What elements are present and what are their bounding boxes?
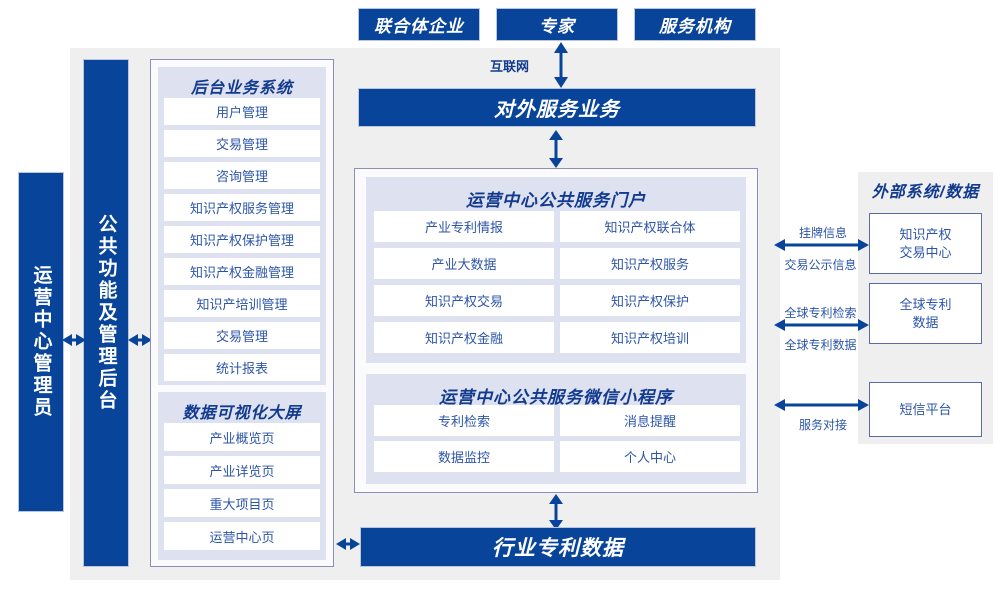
visualization-item-label: 重大项目页 — [209, 496, 275, 512]
portal-item-7[interactable]: 知识产权培训 — [560, 322, 740, 353]
visualization-item-label: 产业详览页 — [209, 463, 275, 479]
backend-item-7[interactable]: 交易管理 — [164, 322, 320, 349]
portal-item-5[interactable]: 知识产权保护 — [560, 285, 740, 316]
backend-item-2[interactable]: 咨询管理 — [164, 162, 320, 189]
connection-label-trade-public-info: 交易公示信息 — [784, 258, 857, 272]
top-actor-label: 联合体企业 — [374, 17, 464, 36]
backend-item-4[interactable]: 知识产权保护管理 — [164, 226, 320, 253]
portal-item-label: 产业专利情报 — [424, 220, 503, 235]
backend-item-label: 交易管理 — [215, 137, 268, 152]
top-actor-service-org[interactable]: 服务机构 — [634, 8, 756, 41]
left-bar-label: 运营中心管理员 — [30, 265, 52, 419]
connection-arrow-sms — [774, 399, 869, 411]
portal-item-6[interactable]: 知识产权金融 — [374, 322, 554, 353]
backend-item-1[interactable]: 交易管理 — [164, 130, 320, 157]
backend-item-6[interactable]: 知识产培训管理 — [164, 290, 320, 317]
left-bar-public-function-admin[interactable]: 公共功能及管理后台 — [83, 59, 129, 567]
backend-item-label: 咨询管理 — [215, 169, 268, 184]
portal-item-label: 知识产权交易 — [424, 294, 503, 309]
backend-item-0[interactable]: 用户管理 — [164, 98, 320, 125]
external-service-business-label: 对外服务业务 — [494, 99, 620, 121]
portal-item-label: 知识产权保护 — [610, 294, 689, 309]
connection-label-global-patent-data: 全球专利数据 — [784, 338, 857, 352]
visualization-item-label: 运营中心页 — [209, 529, 275, 545]
industry-patent-data-label: 行业专利数据 — [492, 537, 624, 560]
backend-item-label: 统计报表 — [215, 361, 268, 376]
external-box-label: 全球专利 数据 — [899, 296, 952, 330]
miniprogram-item-3[interactable]: 个人中心 — [560, 441, 740, 472]
external-box-ip-trading-center[interactable]: 知识产权 交易中心 — [869, 213, 982, 274]
internet-arrow — [554, 42, 568, 88]
visualization-item-1[interactable]: 产业详览页 — [164, 456, 320, 484]
external-box-label: 短信平台 — [899, 401, 952, 417]
industry-patent-data-bar[interactable]: 行业专利数据 — [360, 527, 756, 567]
miniprogram-item-2[interactable]: 数据监控 — [374, 441, 554, 472]
visualization-item-2[interactable]: 重大项目页 — [164, 489, 320, 517]
external-service-business-bar[interactable]: 对外服务业务 — [358, 88, 756, 127]
visualization-item-3[interactable]: 运营中心页 — [164, 522, 320, 550]
backend-item-5[interactable]: 知识产权金融管理 — [164, 258, 320, 285]
external-systems-title: 外部系统/数据 — [871, 184, 980, 201]
portal-item-label: 知识产权金融 — [424, 331, 503, 346]
connection-arrow-global-patent — [774, 319, 869, 331]
portal-item-label: 知识产权联合体 — [604, 220, 696, 235]
backend-system-title: 后台业务系统 — [190, 80, 293, 97]
connection-label-listing-info: 挂牌信息 — [798, 226, 847, 240]
miniprogram-item-0[interactable]: 专利检索 — [374, 405, 554, 436]
backend-item-label: 知识产权金融管理 — [189, 265, 294, 280]
portal-item-1[interactable]: 知识产权联合体 — [560, 211, 740, 242]
backend-item-3[interactable]: 知识产权服务管理 — [164, 194, 320, 221]
portal-item-label: 知识产权服务 — [610, 257, 689, 272]
portal-to-industry-data-arrow — [549, 494, 563, 530]
left-bar-label: 公共功能及管理后台 — [95, 214, 117, 412]
miniprogram-item-1[interactable]: 消息提醒 — [560, 405, 740, 436]
miniprogram-item-label: 数据监控 — [437, 450, 490, 465]
connection-label-service-docking: 服务对接 — [798, 418, 847, 432]
backend-to-industry-data-arrow — [336, 538, 360, 550]
external-box-sms-platform[interactable]: 短信平台 — [869, 382, 982, 437]
external-box-label: 知识产权 交易中心 — [899, 226, 952, 260]
service-to-portal-arrow — [549, 130, 563, 168]
backend-item-label: 知识产培训管理 — [196, 297, 288, 312]
top-actor-expert[interactable]: 专家 — [496, 8, 618, 41]
portal-item-4[interactable]: 知识产权交易 — [374, 285, 554, 316]
backend-item-label: 知识产权保护管理 — [189, 233, 294, 248]
visualization-item-0[interactable]: 产业概览页 — [164, 423, 320, 451]
admin-to-public-arrow — [62, 334, 86, 346]
backend-item-8[interactable]: 统计报表 — [164, 354, 320, 381]
connection-label-global-patent-search: 全球专利检索 — [784, 306, 857, 320]
wechat-miniprogram-title: 运营中心公共服务微信小程序 — [439, 388, 673, 407]
visualization-item-label: 产业概览页 — [209, 430, 275, 446]
public-to-backend-arrow — [128, 334, 152, 346]
left-bar-operation-center-admin[interactable]: 运营中心管理员 — [18, 172, 64, 512]
backend-item-label: 用户管理 — [215, 105, 268, 120]
backend-item-label: 知识产权服务管理 — [189, 201, 294, 216]
visualization-title: 数据可视化大屏 — [182, 405, 302, 422]
miniprogram-item-label: 消息提醒 — [623, 414, 676, 429]
portal-item-label: 知识产权培训 — [610, 331, 689, 346]
external-box-global-patent-data[interactable]: 全球专利 数据 — [869, 283, 982, 344]
portal-item-3[interactable]: 知识产权服务 — [560, 248, 740, 279]
portal-item-label: 产业大数据 — [431, 257, 497, 272]
portal-item-2[interactable]: 产业大数据 — [374, 248, 554, 279]
backend-item-label: 交易管理 — [215, 329, 268, 344]
top-actor-united-enterprise[interactable]: 联合体企业 — [358, 8, 480, 41]
internet-label: 互联网 — [490, 59, 530, 74]
miniprogram-item-label: 专利检索 — [437, 414, 490, 429]
portal-item-0[interactable]: 产业专利情报 — [374, 211, 554, 242]
public-portal-title: 运营中心公共服务门户 — [466, 191, 646, 210]
top-actor-label: 服务机构 — [659, 17, 731, 36]
top-actor-label: 专家 — [539, 17, 575, 36]
connection-arrow-ip-trading — [774, 239, 869, 251]
miniprogram-item-label: 个人中心 — [623, 450, 676, 465]
